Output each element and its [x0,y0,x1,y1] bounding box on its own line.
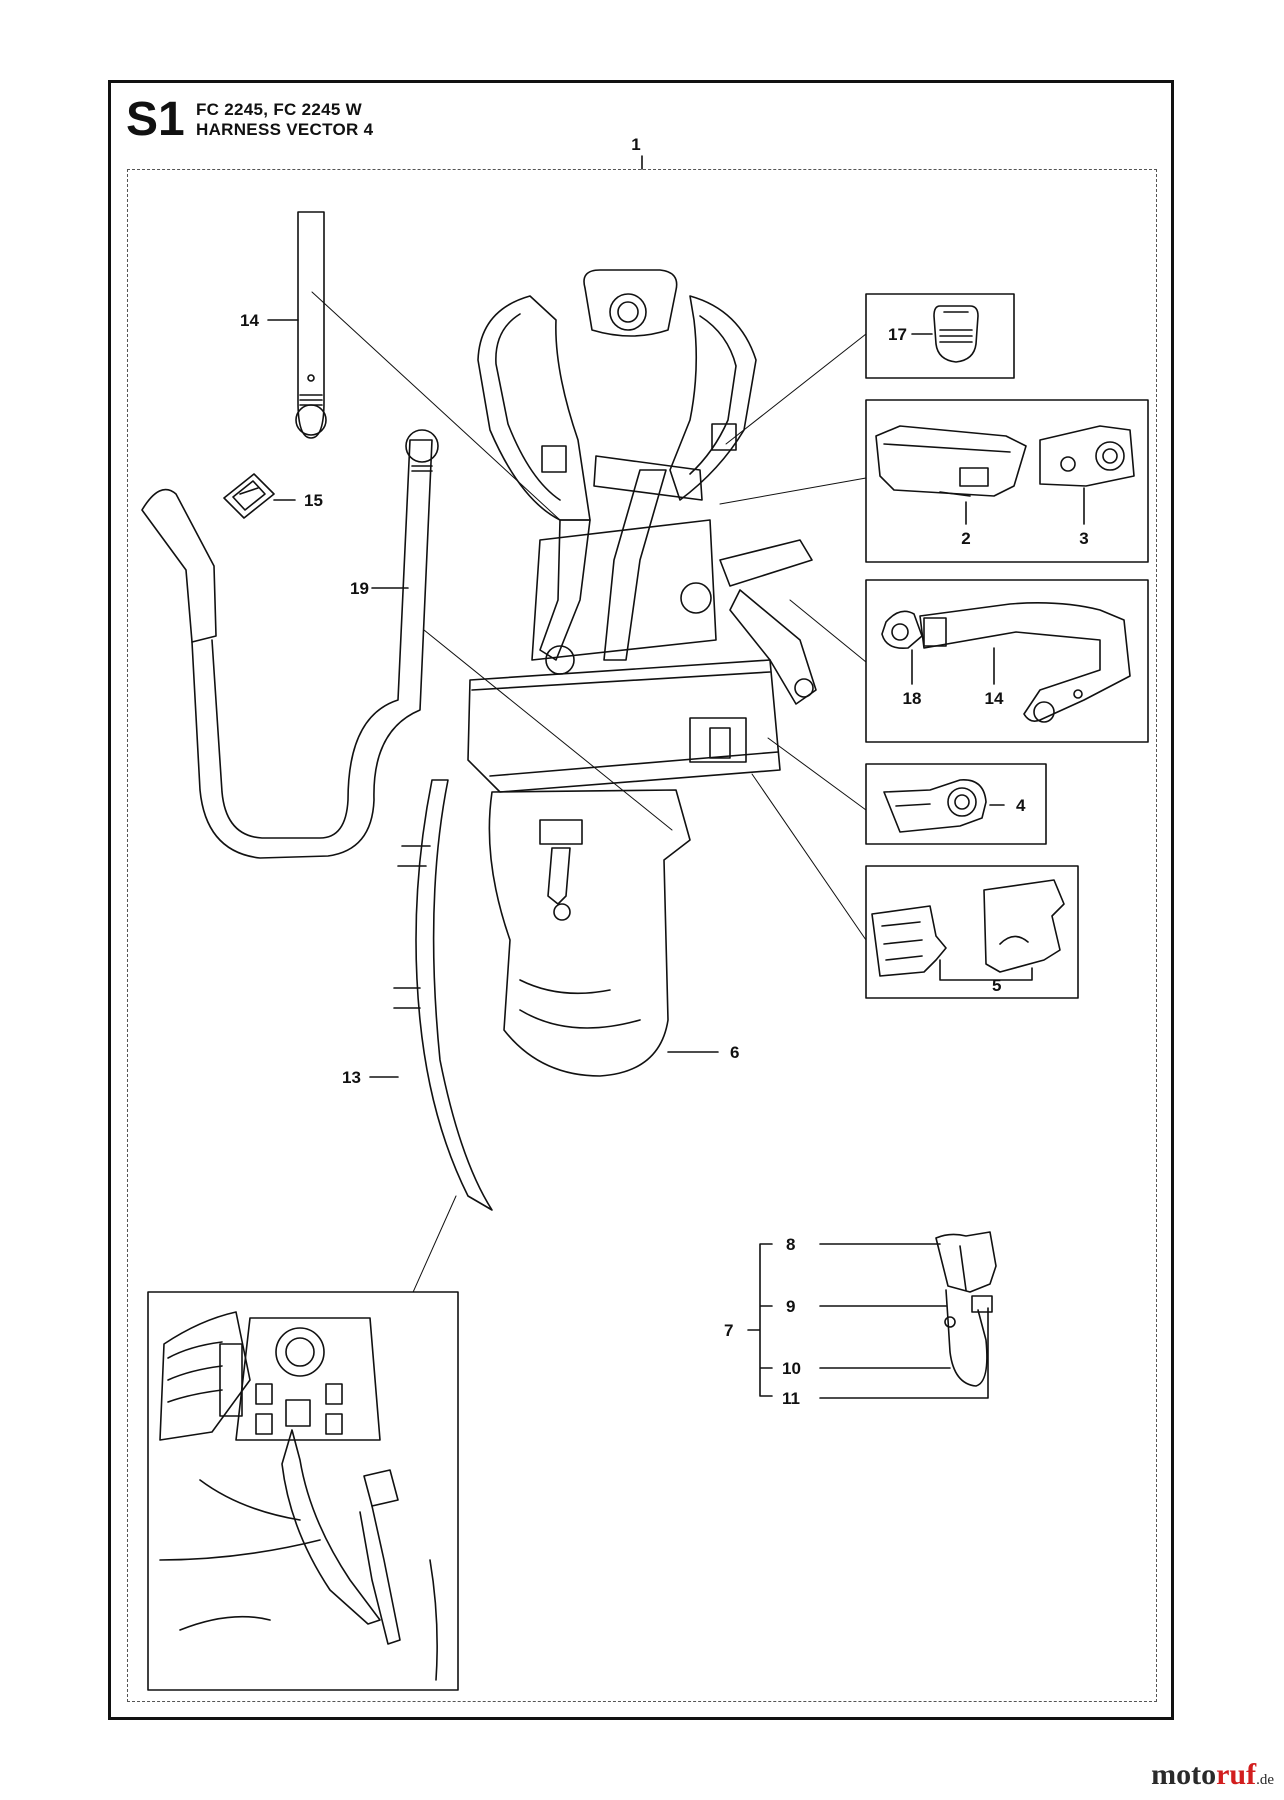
watermark-logo: motoruf.de [1151,1758,1274,1791]
callout-3: 3 [1079,529,1088,548]
callout-15: 15 [304,491,323,510]
callout-1: 1 [631,135,640,154]
part-2-3-box [865,399,1149,563]
page-frame [108,80,1174,1720]
callout-17: 17 [888,325,907,344]
inset-detail-box [147,1291,459,1691]
callout-14b: 14 [985,689,1004,708]
leader-11 [819,1307,989,1399]
part-19-hip-pad [141,429,439,859]
part-5-box [865,865,1079,999]
callout-4: 4 [1016,796,1026,815]
leader-4-ext [767,737,867,811]
section-code: S1 [126,93,185,146]
leader-19-ext [423,629,673,831]
model-list: FC 2245, FC 2245 W [196,100,363,119]
leader-2-3-ext [719,477,867,505]
callout-6: 6 [730,1043,739,1062]
callout-9: 9 [786,1297,795,1316]
part-7-hook-assembly [935,1231,997,1387]
callout-19: 19 [350,579,369,598]
callout-5: 5 [992,976,1001,995]
part-13-stay [393,779,493,1211]
part-5-buckle-female [983,879,1065,973]
callout-14a: 14 [240,311,259,330]
harness-assembly [467,269,817,1077]
part-3-holder [1039,425,1135,487]
callout-2: 2 [961,529,970,548]
leader-5 [939,959,1033,981]
callout-8: 8 [786,1235,795,1254]
leader-14b-ext [789,599,867,663]
part-4-holder [883,779,987,833]
callout-18: 18 [903,689,922,708]
part-2-holder [875,425,1027,497]
inset-detail-drawing [159,1311,438,1681]
part-18-ring [881,610,923,650]
part-18-14-box [865,579,1149,743]
part-5-buckle-male [871,905,947,977]
callout-11: 11 [782,1389,800,1408]
callout-10: 10 [782,1359,801,1378]
part-14-strap [295,211,327,439]
callout-13: 13 [342,1068,361,1087]
leader-5-ext [751,773,867,941]
callout-7: 7 [724,1321,733,1340]
part-14-strap-b [919,602,1131,723]
leader-17-ext [725,333,867,445]
diagram-title: HARNESS VECTOR 4 [196,120,374,139]
part-17-buckle [933,305,979,363]
part-15-buckle [223,473,275,519]
leader-7-bracket [747,1243,773,1397]
leader-14a-ext [311,291,561,521]
